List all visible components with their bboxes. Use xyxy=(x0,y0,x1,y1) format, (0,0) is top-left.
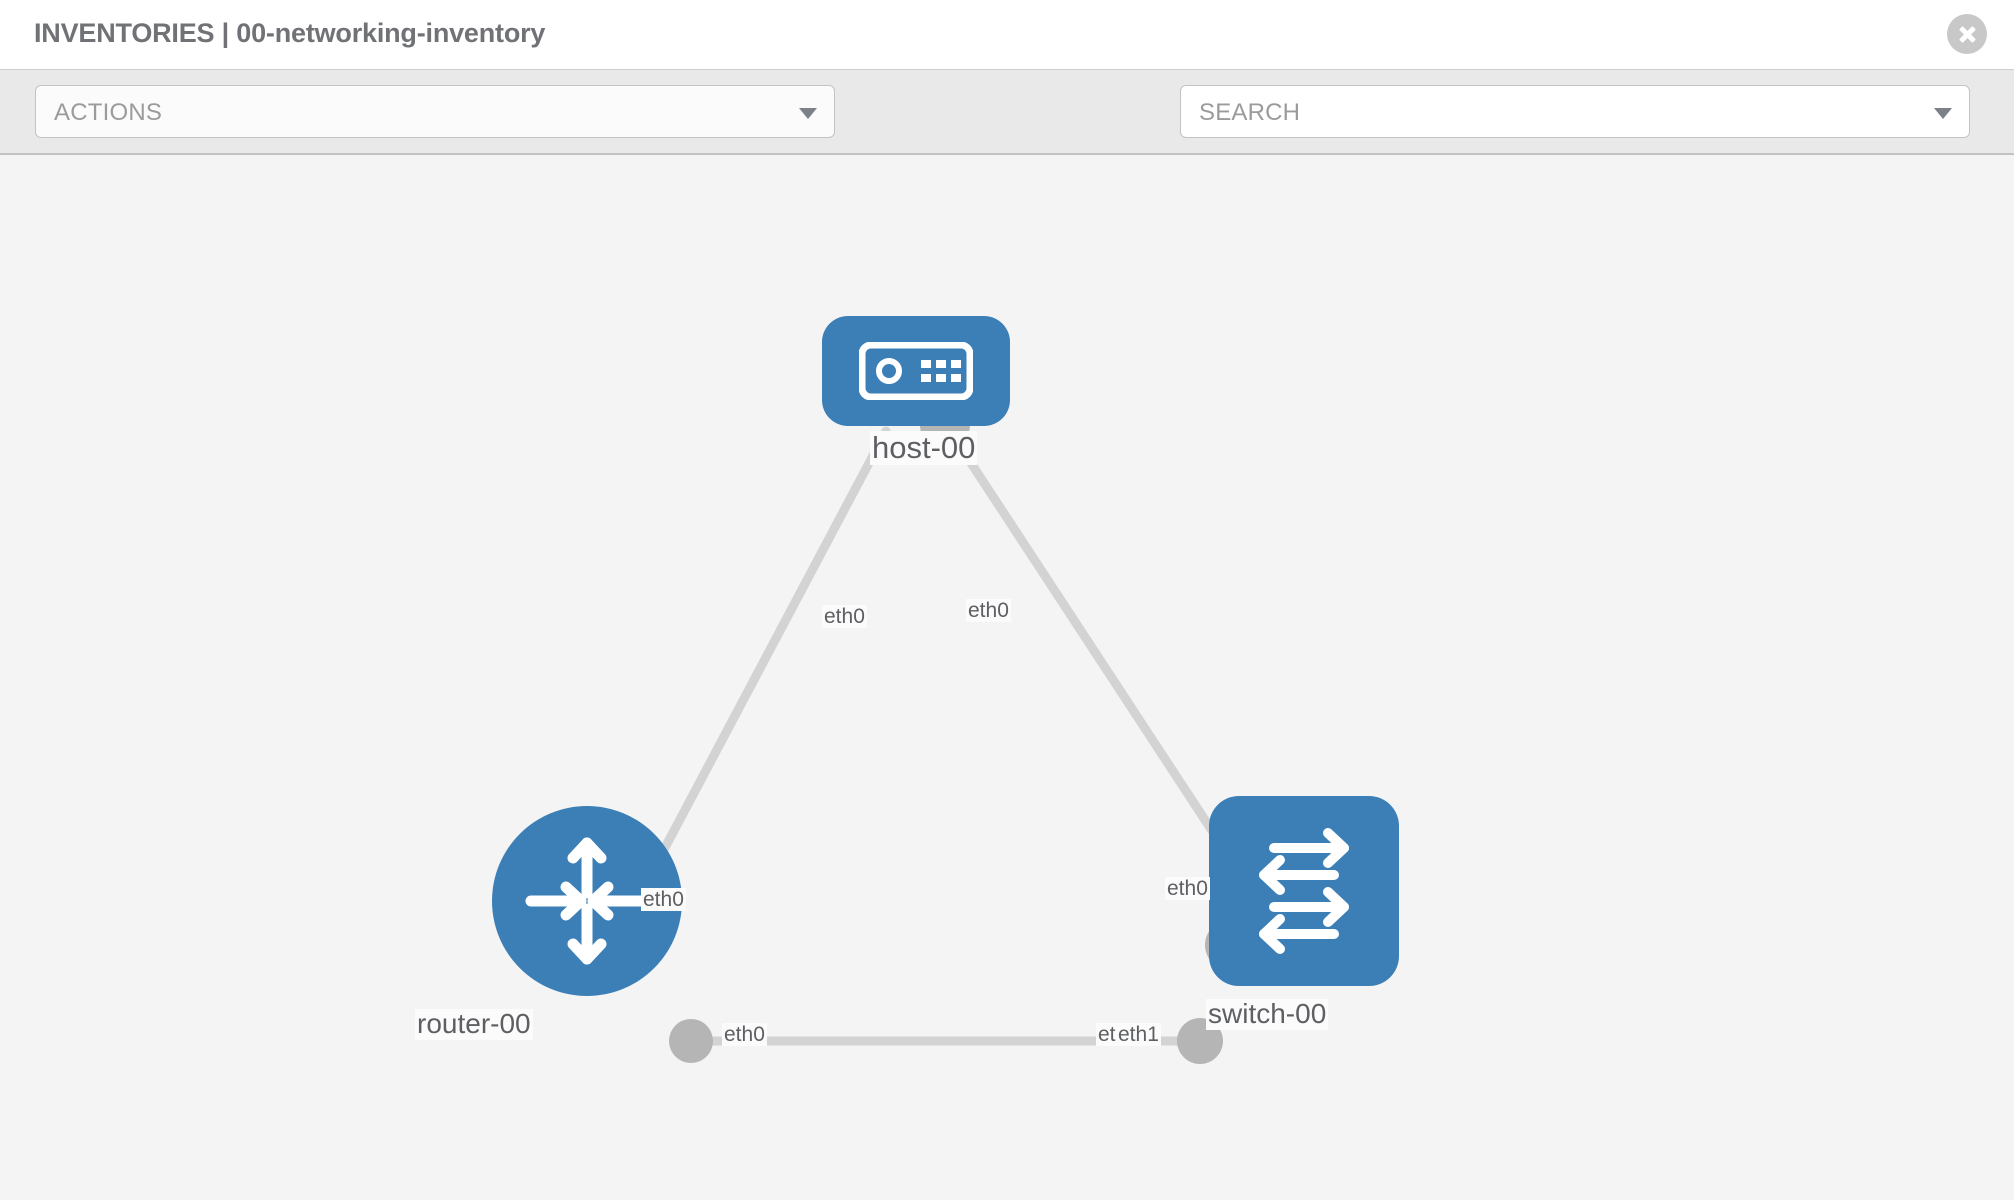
iface-label-router-up: eth0 xyxy=(641,888,686,912)
actions-dropdown[interactable]: ACTIONS xyxy=(35,85,835,138)
search-placeholder: SEARCH xyxy=(1199,99,1301,126)
link-host-router xyxy=(637,426,891,896)
topology-canvas[interactable]: host-00 router-00 switch-00 eth0 xyxy=(0,155,2014,1200)
page-title: INVENTORIES | 00-networking-inventory xyxy=(34,18,546,48)
iface-label-switch-left: eth1 xyxy=(1116,1023,1161,1047)
iface-label-switch-up: eth0 xyxy=(1165,877,1210,901)
node-host-00-label: host-00 xyxy=(870,430,978,466)
router-arrows-icon xyxy=(525,837,649,965)
iface-label-host-right: eth0 xyxy=(966,599,1011,623)
node-host-00-shape xyxy=(822,316,1010,426)
search-input[interactable]: SEARCH xyxy=(1180,85,1970,138)
node-router-00-label: router-00 xyxy=(415,1008,533,1040)
iface-label-host-left: eth0 xyxy=(822,605,867,629)
node-switch-00-label: switch-00 xyxy=(1206,998,1329,1030)
close-icon[interactable] xyxy=(1947,14,1987,54)
iface-label-router-right: eth0 xyxy=(722,1023,767,1047)
chevron-down-icon xyxy=(1934,108,1952,119)
toolbar: ACTIONS SEARCH xyxy=(0,69,2014,202)
page-header: INVENTORIES | 00-networking-inventory xyxy=(0,0,2014,69)
switch-arrows-icon xyxy=(1259,828,1349,954)
chevron-down-icon xyxy=(799,108,817,119)
server-icon xyxy=(859,342,973,400)
topology-links xyxy=(637,400,1255,1064)
link-host-switch xyxy=(945,426,1250,886)
actions-dropdown-label: ACTIONS xyxy=(54,99,163,126)
node-switch-00-shape xyxy=(1209,796,1399,986)
connector-router-right xyxy=(669,1019,713,1063)
